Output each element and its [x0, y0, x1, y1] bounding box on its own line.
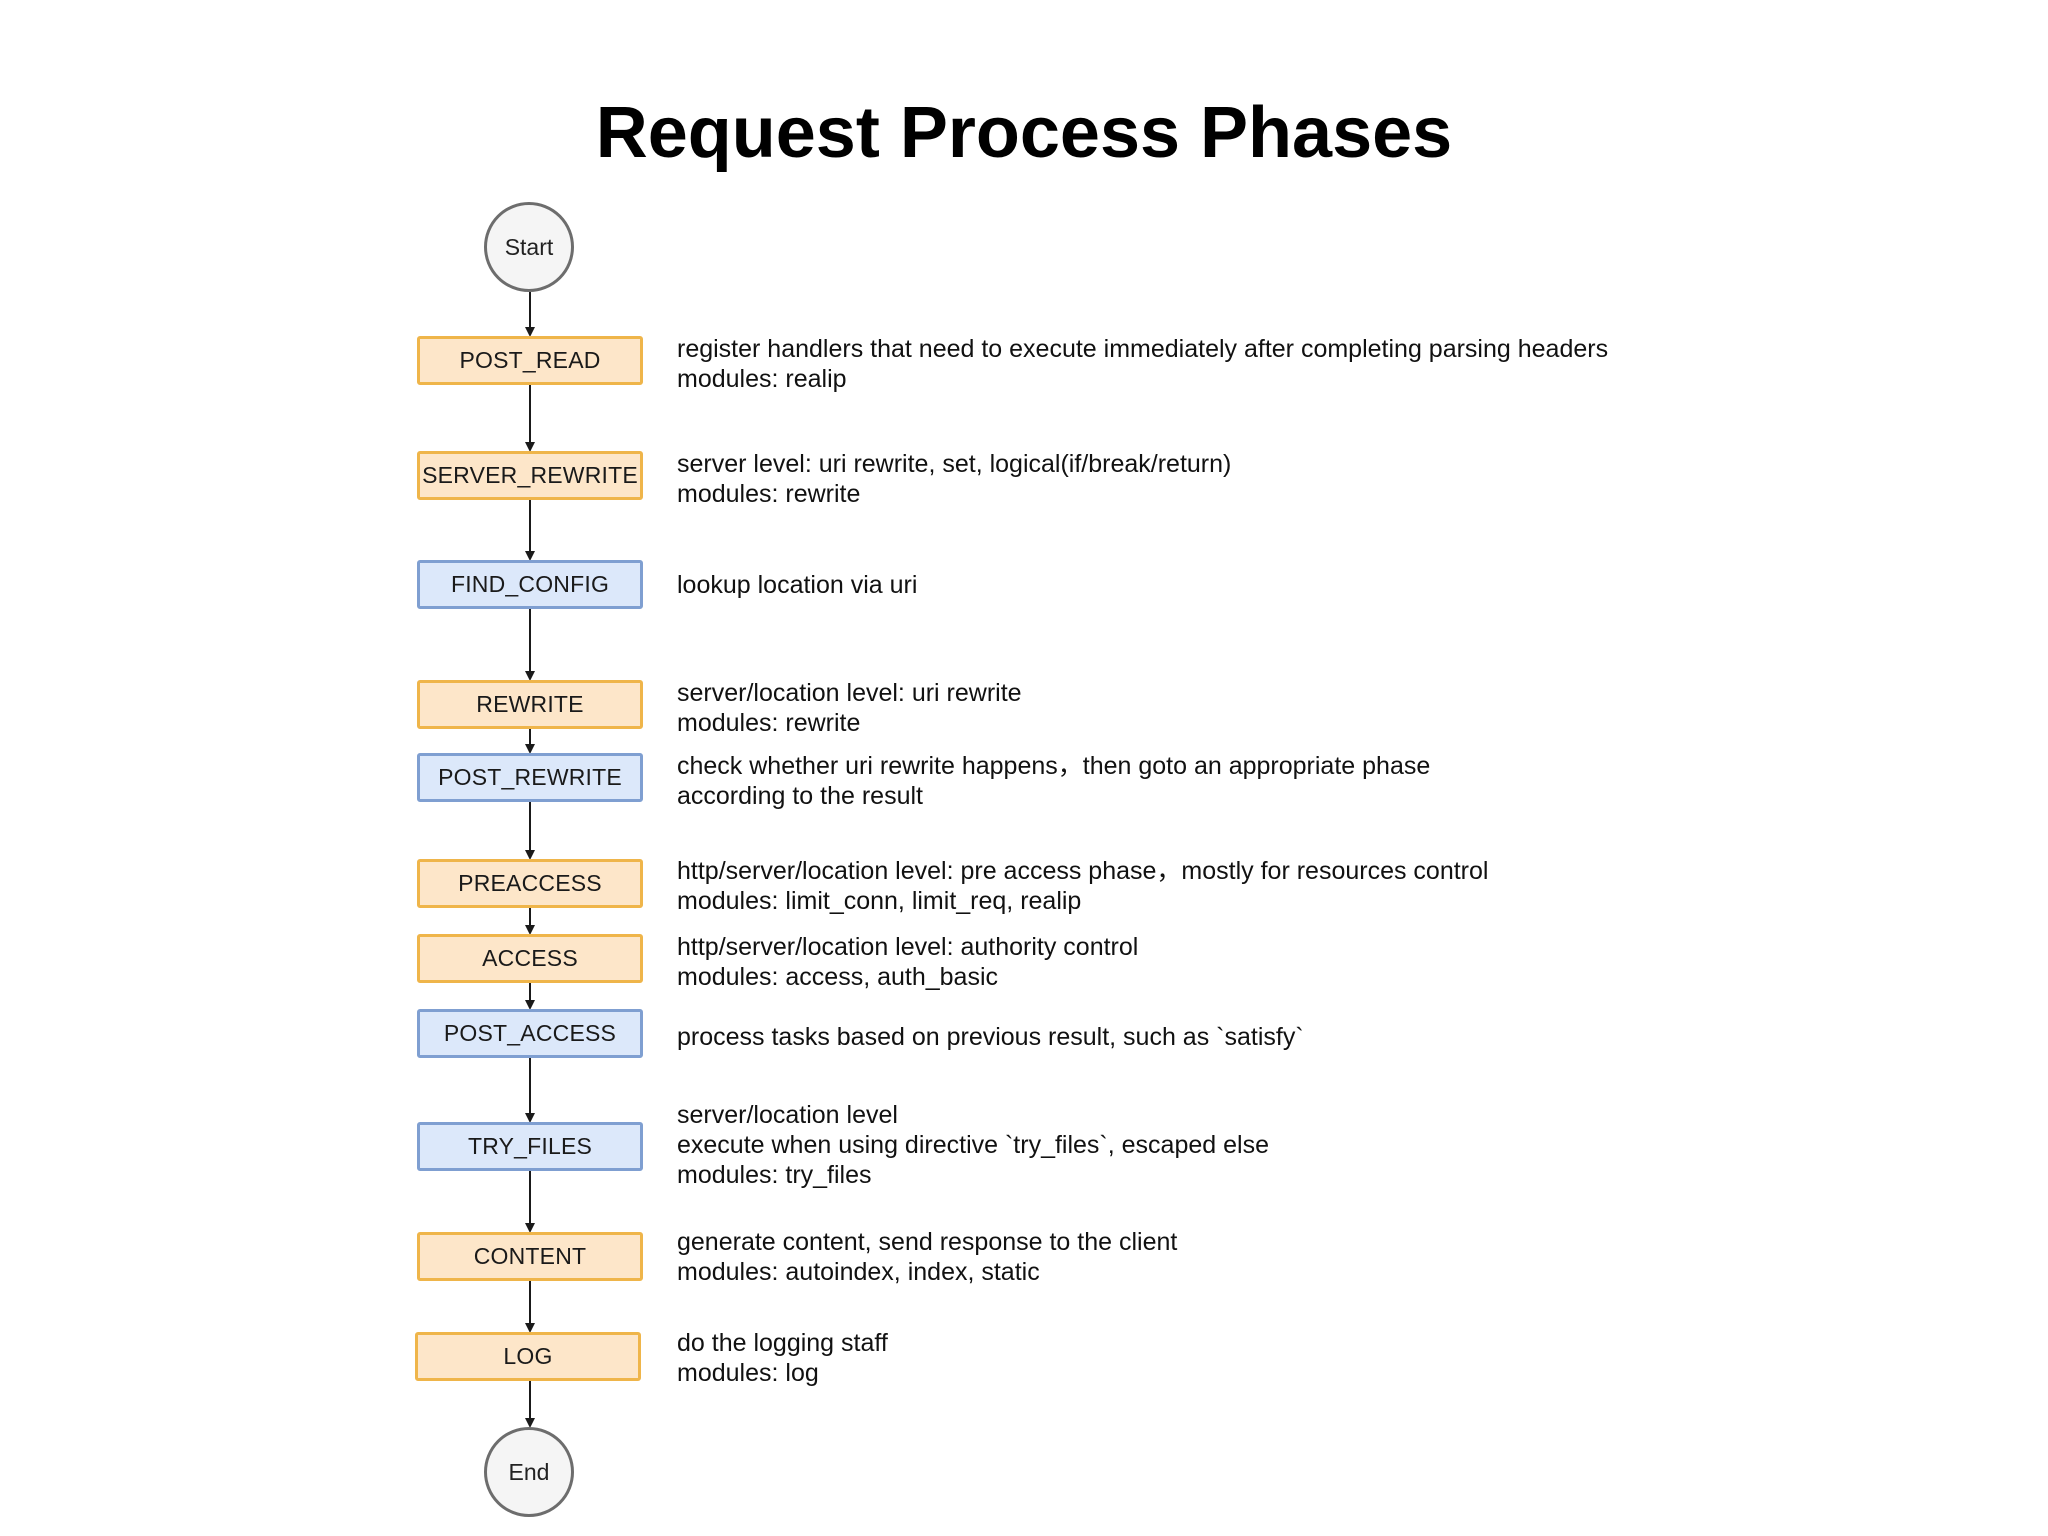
- desc-access: http/server/location level: authority co…: [677, 932, 1138, 992]
- desc-log: do the logging staff modules: log: [677, 1328, 888, 1388]
- desc-content: generate content, send response to the c…: [677, 1227, 1177, 1287]
- phase-log: LOG: [415, 1332, 641, 1381]
- desc-line: server level: uri rewrite, set, logical(…: [677, 450, 1232, 478]
- desc-rewrite: server/location level: uri rewrite modul…: [677, 678, 1022, 738]
- phase-try-files: TRY_FILES: [417, 1122, 643, 1171]
- desc-line: server/location level: [677, 1101, 898, 1129]
- desc-find-config: lookup location via uri: [677, 570, 917, 600]
- desc-line: http/server/location level: pre access p…: [677, 857, 1489, 885]
- desc-line: register handlers that need to execute i…: [677, 335, 1609, 363]
- end-node: End: [484, 1427, 574, 1517]
- phase-post-access: POST_ACCESS: [417, 1009, 643, 1058]
- desc-line: modules: realip: [677, 365, 847, 393]
- phase-content: CONTENT: [417, 1232, 643, 1281]
- desc-try-files: server/location level execute when using…: [677, 1100, 1269, 1190]
- desc-post-rewrite: check whether uri rewrite happens，then g…: [677, 751, 1430, 811]
- phase-post-rewrite: POST_REWRITE: [417, 753, 643, 802]
- phase-preaccess: PREACCESS: [417, 859, 643, 908]
- desc-line: do the logging staff: [677, 1329, 888, 1357]
- desc-preaccess: http/server/location level: pre access p…: [677, 856, 1488, 916]
- phase-rewrite: REWRITE: [417, 680, 643, 729]
- start-node: Start: [484, 202, 574, 292]
- desc-line: modules: rewrite: [677, 709, 861, 737]
- desc-line: check whether uri rewrite happens，then g…: [677, 752, 1431, 780]
- phase-server-rewrite: SERVER_REWRITE: [417, 451, 643, 500]
- desc-line: modules: log: [677, 1359, 819, 1387]
- desc-line: modules: try_files: [677, 1161, 872, 1189]
- phase-find-config: FIND_CONFIG: [417, 560, 643, 609]
- desc-line: server/location level: uri rewrite: [677, 679, 1022, 707]
- desc-line: lookup location via uri: [677, 571, 918, 599]
- desc-line: modules: access, auth_basic: [677, 963, 999, 991]
- desc-post-read: register handlers that need to execute i…: [677, 334, 1608, 394]
- phase-post-read: POST_READ: [417, 336, 643, 385]
- desc-line: modules: limit_conn, limit_req, realip: [677, 887, 1082, 915]
- desc-server-rewrite: server level: uri rewrite, set, logical(…: [677, 449, 1231, 509]
- desc-line: modules: rewrite: [677, 480, 861, 508]
- desc-post-access: process tasks based on previous result, …: [677, 1022, 1304, 1052]
- desc-line: http/server/location level: authority co…: [677, 933, 1139, 961]
- phase-access: ACCESS: [417, 934, 643, 983]
- desc-line: execute when using directive `try_files`…: [677, 1131, 1269, 1159]
- desc-line: process tasks based on previous result, …: [677, 1023, 1304, 1051]
- desc-line: modules: autoindex, index, static: [677, 1258, 1040, 1286]
- desc-line: generate content, send response to the c…: [677, 1228, 1178, 1256]
- page-title: Request Process Phases: [595, 93, 1453, 173]
- desc-line: according to the result: [677, 782, 923, 810]
